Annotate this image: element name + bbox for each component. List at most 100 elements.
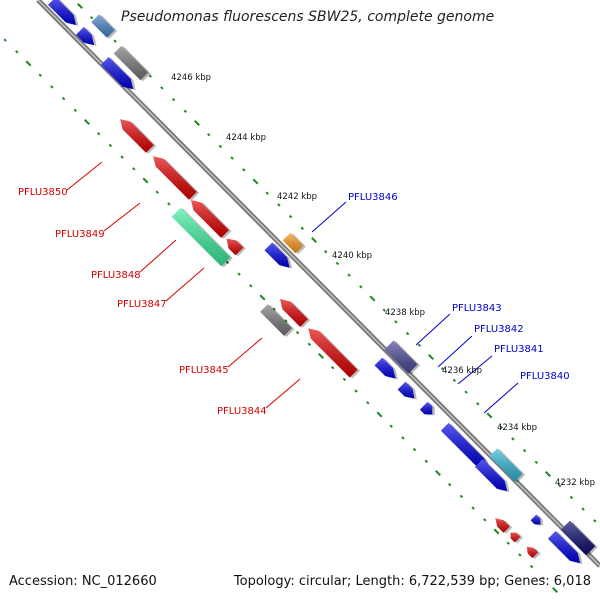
tick-mark [382, 308, 386, 312]
tick-mark [435, 470, 441, 476]
gene-label-reverse[interactable]: PFLU3849 [55, 229, 105, 240]
tick-mark [581, 507, 585, 511]
leader-line [437, 335, 473, 368]
tick-mark [25, 60, 32, 67]
gene-shading [282, 232, 304, 254]
label-leader-lines [66, 161, 519, 414]
scale-label: 4238 kbp [385, 308, 425, 318]
gene-label-reverse[interactable]: PFLU3845 [179, 365, 229, 376]
tick-mark [342, 377, 347, 382]
gene-label-reverse[interactable]: PFLU3850 [18, 187, 68, 198]
leader-line [227, 337, 263, 368]
tick-mark [376, 411, 383, 418]
tick-mark [552, 587, 558, 593]
tick-mark [448, 483, 452, 487]
gene-shading [308, 328, 358, 378]
leader-line [311, 201, 347, 233]
gene-label-forward[interactable]: PFLU3842 [474, 324, 524, 335]
gene-label-forward[interactable]: PFLU3846 [348, 192, 398, 203]
tick-mark [155, 190, 159, 194]
leader-line [66, 161, 103, 191]
gene-label-forward[interactable]: PFLU3840 [520, 371, 570, 382]
gene-shading [48, 0, 76, 25]
outer-tick-ring [77, 3, 597, 523]
scale-label: 4242 kbp [277, 192, 317, 202]
tick-mark [218, 144, 223, 149]
gene-label-forward[interactable]: PFLU3843 [452, 303, 502, 314]
tick-mark [593, 519, 597, 523]
tick-mark [401, 436, 405, 440]
tick-mark [558, 484, 562, 488]
tick-mark [259, 294, 266, 301]
tick-mark [522, 448, 527, 453]
gene-shading [397, 381, 415, 399]
leader-line [483, 382, 519, 414]
tick-mark [318, 353, 324, 359]
topology-text: Topology: circular; Length: 6,722,539 bp… [233, 574, 591, 589]
tick-mark [148, 74, 152, 78]
tick-mark [108, 143, 113, 148]
gene-shading [260, 304, 292, 336]
tick-mark [471, 506, 475, 510]
tick-mark [277, 203, 281, 207]
gene-shading [226, 238, 244, 256]
gene-track [48, 0, 598, 565]
tick-mark [311, 237, 317, 243]
tick-mark [452, 378, 457, 383]
gene-shading [91, 14, 115, 38]
tick-mark [284, 319, 288, 323]
gene-shading [191, 200, 229, 238]
scale-label: 4246 kbp [171, 73, 211, 83]
tick-mark [331, 366, 335, 370]
gene-shading [120, 119, 154, 153]
tick-mark [73, 108, 77, 112]
tick-mark [142, 177, 149, 184]
gene-label-reverse[interactable]: PFLU3844 [217, 406, 267, 417]
gene-shading [280, 299, 308, 327]
gene-shading [76, 27, 95, 46]
map-title: Pseudomonas fluorescens SBW25, complete … [121, 9, 495, 25]
gene-shading [101, 57, 134, 90]
tick-mark [464, 390, 468, 394]
tick-mark [459, 494, 464, 499]
tick-mark [412, 447, 417, 452]
tick-mark [354, 389, 358, 393]
scale-label: 4232 kbp [555, 478, 595, 488]
tick-mark [300, 226, 304, 230]
tick-mark [389, 424, 393, 428]
gene-label-reverse[interactable]: PFLU3847 [117, 299, 167, 310]
tick-mark [359, 285, 363, 289]
tick-mark [237, 272, 241, 276]
gene-shading [153, 156, 197, 200]
tick-mark [483, 518, 487, 522]
gene-shading [526, 546, 539, 559]
gene-labels: PFLU3850 PFLU3849 PFLU3848 PFLU3847 PFLU… [18, 187, 570, 417]
tick-mark [3, 38, 7, 42]
tick-mark [230, 156, 234, 160]
scale-label: 4240 kbp [332, 251, 372, 261]
gene-shading [548, 531, 581, 564]
tick-mark [225, 260, 230, 265]
tick-mark [307, 342, 311, 346]
tick-mark [167, 202, 171, 206]
tick-mark [545, 471, 551, 477]
tick-mark [428, 354, 434, 360]
scale-label: 4236 kbp [442, 366, 482, 376]
tick-mark [499, 425, 503, 429]
accession-text: Accession: NC_012660 [9, 574, 157, 589]
gene-label-reverse[interactable]: PFLU3848 [91, 270, 141, 281]
tick-mark [347, 273, 351, 277]
gene-shading [495, 518, 510, 533]
tick-mark [183, 109, 187, 113]
gene-shading [475, 459, 508, 492]
tick-mark [295, 330, 300, 335]
tick-mark [335, 261, 340, 266]
tick-mark [97, 132, 101, 136]
tick-mark [476, 402, 480, 406]
tick-mark [272, 307, 276, 311]
gene-label-forward[interactable]: PFLU3841 [494, 344, 544, 355]
gene-shading [384, 340, 418, 374]
gene-shading [510, 532, 521, 543]
gene-shading [171, 207, 231, 267]
tick-mark [518, 553, 522, 557]
